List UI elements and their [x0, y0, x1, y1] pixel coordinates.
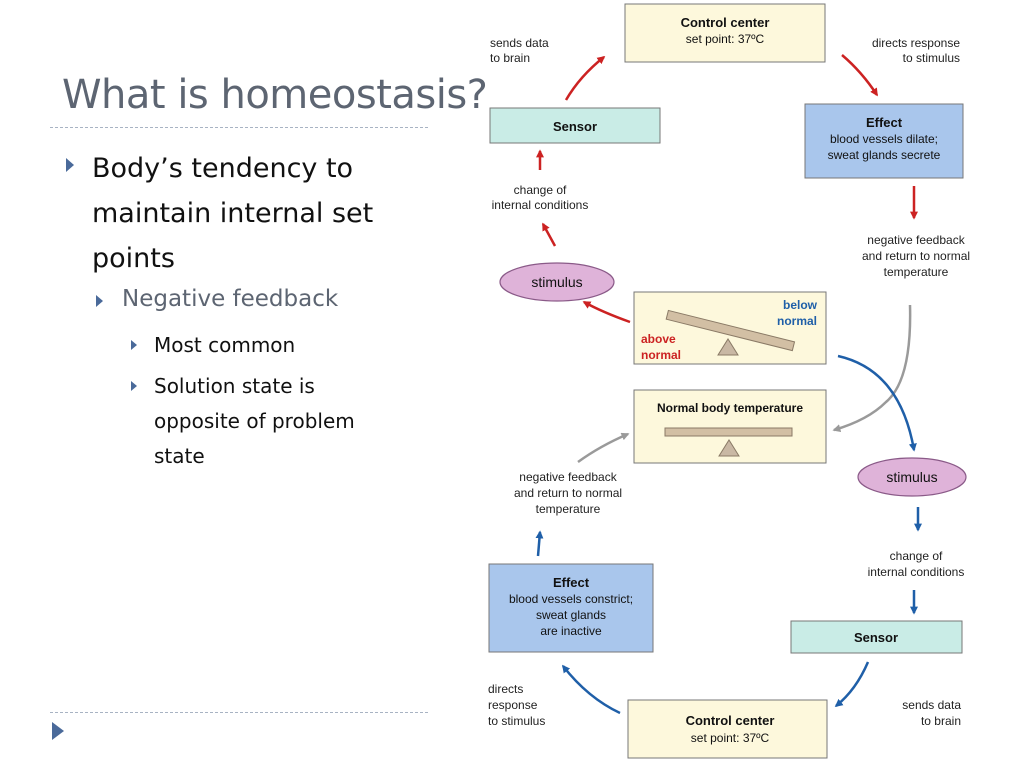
seesaw-fulcrum-icon [718, 439, 740, 457]
seesaw-beam-level [664, 427, 793, 437]
effect-box-bottom [488, 563, 654, 653]
gray-arrow [577, 432, 630, 464]
play-triangle-icon[interactable] [52, 722, 64, 740]
directs-label-top: to stimulus [903, 51, 960, 65]
red-arrow [582, 300, 631, 324]
control-center-title-top: Control center [681, 15, 770, 30]
bullet-level2: Negative feedback [122, 286, 339, 312]
sensor-label-top: Sensor [553, 119, 597, 134]
directs-label-bottom: directs [488, 682, 523, 696]
effect-line-bottom: are inactive [540, 624, 602, 638]
above-normal-label: normal [641, 348, 681, 362]
directs-label-top: directs response [872, 36, 960, 50]
blue-arrow [834, 661, 870, 707]
gray-arrow [832, 304, 912, 433]
effect-line-bottom: blood vessels constrict; [509, 592, 633, 606]
blue-arrow [837, 354, 917, 452]
above-normal-label: above [641, 332, 676, 346]
blue-arrow [562, 664, 621, 715]
change-conditions-label-bottom: internal conditions [868, 565, 965, 579]
effect-title-top: Effect [866, 115, 903, 130]
sensor-box-top [489, 107, 661, 144]
sensor-box-bottom [790, 620, 963, 654]
stimulus-ellipse-top [499, 262, 615, 302]
neg-feedback-label-bottom: negative feedback [519, 470, 617, 484]
footer-divider [50, 712, 428, 713]
slide-title: What is homeostasis? [62, 72, 488, 118]
bullet-triangle-icon [131, 381, 137, 391]
effect-box-top [804, 103, 964, 179]
bullet-triangle-icon [66, 158, 74, 172]
sensor-label-bottom: Sensor [854, 630, 898, 645]
neg-feedback-label-bottom: and return to normal [514, 486, 622, 500]
neg-feedback-label-top: and return to normal [862, 249, 970, 263]
control-center-title-bottom: Control center [686, 713, 775, 728]
homeostasis-diagram: Control center set point: 37ºC sends dat… [488, 3, 970, 759]
change-conditions-label-top: internal conditions [492, 198, 589, 212]
stimulus-ellipse-bottom [857, 457, 967, 497]
red-arrow [564, 56, 606, 101]
bullet-level3: Solution state is opposite of problem st… [154, 374, 355, 468]
sends-data-label-bottom: to brain [921, 714, 961, 728]
stimulus-label-bottom: stimulus [886, 469, 937, 485]
effect-title-bottom: Effect [553, 575, 590, 590]
change-conditions-label-top: change of [514, 183, 567, 197]
directs-label-bottom: to stimulus [488, 714, 545, 728]
red-arrow [841, 54, 879, 97]
change-conditions-label-bottom: change of [890, 549, 943, 563]
control-center-setpoint-bottom: set point: 37ºC [691, 731, 770, 745]
neg-feedback-label-top: temperature [884, 265, 949, 279]
title-divider [50, 127, 428, 128]
red-arrow [541, 222, 557, 247]
blue-arrow [535, 530, 544, 557]
seesaw-beam-tilted [665, 309, 796, 352]
below-normal-label: below [783, 298, 818, 312]
control-center-setpoint-top: set point: 37ºC [686, 32, 765, 46]
stimulus-label-top: stimulus [531, 274, 582, 290]
effect-line-top: blood vessels dilate; [830, 132, 938, 146]
bullet-triangle-icon [131, 340, 137, 350]
effect-line-bottom: sweat glands [536, 608, 606, 622]
control-center-box-bottom [627, 699, 828, 759]
sends-data-label-top: to brain [490, 51, 530, 65]
sends-data-label-top: sends data [490, 36, 549, 50]
directs-label-bottom: response [488, 698, 538, 712]
neg-feedback-label-top: negative feedback [867, 233, 965, 247]
bullet-triangle-icon [96, 295, 103, 307]
control-center-box-top [624, 3, 826, 63]
bullet-level1: Body’s tendency to maintain internal set… [92, 153, 374, 274]
sends-data-label-bottom: sends data [902, 698, 961, 712]
effect-line-top: sweat glands secrete [828, 148, 941, 162]
below-normal-label: normal [777, 314, 817, 328]
normal-temperature-label: Normal body temperature [657, 401, 803, 415]
neg-feedback-label-bottom: temperature [536, 502, 601, 516]
seesaw-fulcrum-icon [717, 338, 739, 356]
bullet-level3: Most common [154, 333, 296, 357]
